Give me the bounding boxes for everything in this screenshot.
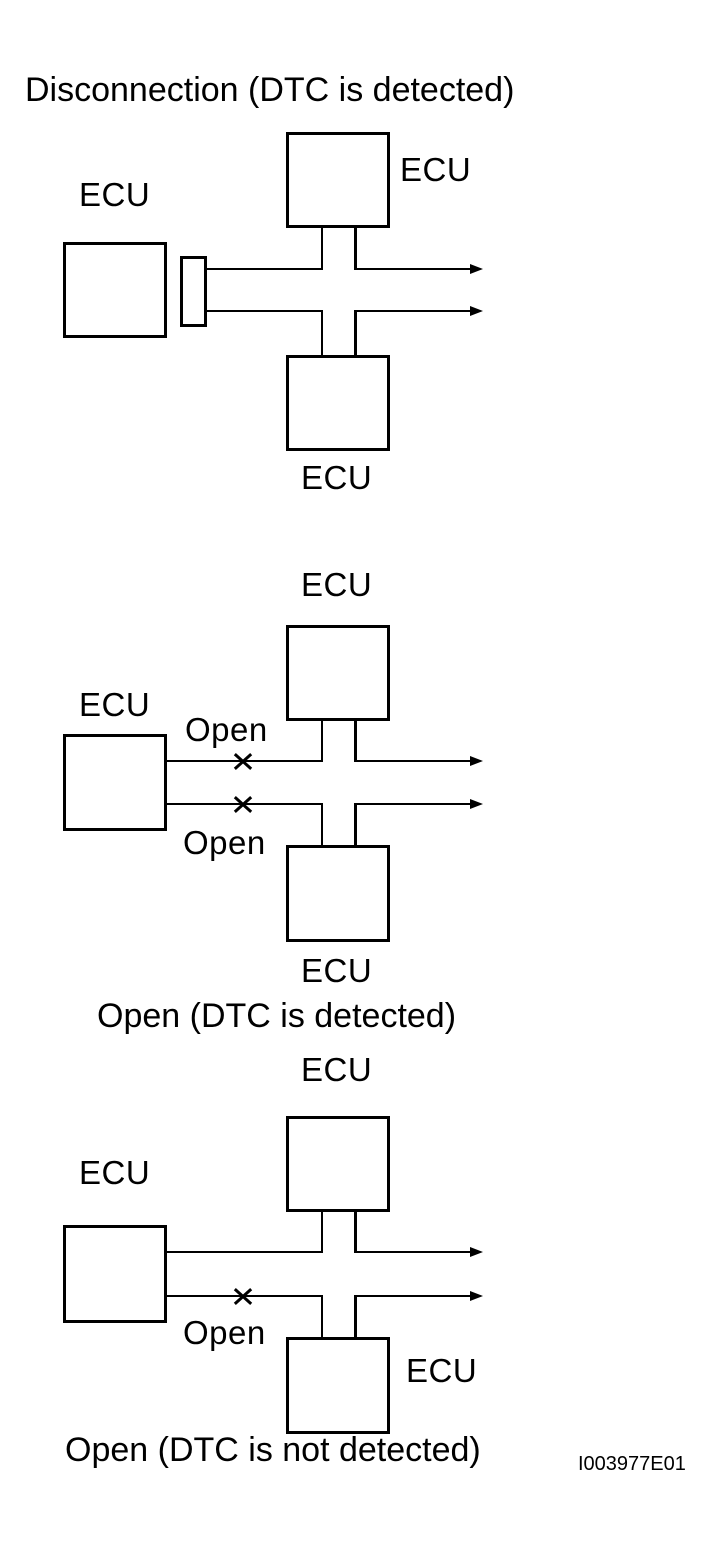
arrow-right-icon — [470, 1247, 483, 1257]
diagram3-ecu-top-label: ECU — [301, 1051, 373, 1088]
open-break-icon — [234, 795, 252, 813]
diagram2-ecu-top-box — [286, 625, 390, 721]
diagram1-lower-stub-left — [321, 311, 323, 355]
diagram2-upper-stub-left — [321, 721, 323, 762]
diagram2-ecu-bottom-box — [286, 845, 390, 942]
diagram3-upper-stub-left — [321, 1212, 323, 1253]
diagram1-upper-stub-left — [321, 228, 323, 270]
diagram1-ecu-top-box — [286, 132, 390, 228]
diagram2-lower-stub-right — [354, 803, 357, 847]
arrow-right-icon — [470, 756, 483, 766]
diagram1-ecu-bottom-label: ECU — [301, 459, 373, 496]
arrow-right-icon — [470, 1291, 483, 1301]
diagram1-upper-stub-right — [354, 228, 357, 270]
diagram2-upper-stub-right — [354, 721, 357, 762]
diagram1-ecu-left-box — [63, 242, 167, 338]
diagram2-ecu-left-box — [63, 734, 167, 831]
diagram2-open-upper-label: Open — [185, 711, 268, 748]
diagram3-ecu-bottom-box — [286, 1337, 390, 1434]
open-break-icon — [234, 752, 252, 770]
diagram1-ecu-left-label: ECU — [79, 176, 151, 213]
diagram1-ecu-top-label: ECU — [400, 151, 472, 188]
diagram3-caption: Open (DTC is not detected) — [65, 1431, 481, 1469]
diagram3-lower-stub-left — [321, 1296, 323, 1338]
diagram2-lower-stub-left — [321, 804, 323, 847]
figure-code: I003977E01 — [578, 1453, 686, 1475]
diagram3-lower-bus-line-out — [356, 1295, 472, 1297]
diagram1-lower-stub-right — [354, 310, 357, 355]
diagram3-ecu-left-label: ECU — [79, 1154, 151, 1191]
diagram2-ecu-left-label: ECU — [79, 686, 151, 723]
diagram1-disconnected-connector — [180, 256, 207, 327]
diagram3-upper-stub-right — [354, 1212, 357, 1253]
open-break-icon — [234, 1287, 252, 1305]
diagram3-upper-bus-line — [167, 1251, 323, 1253]
diagram2-ecu-bottom-label: ECU — [301, 952, 373, 989]
diagram3-open-lower-label: Open — [183, 1314, 266, 1351]
arrow-right-icon — [470, 799, 483, 809]
diagram2-open-lower-label: Open — [183, 824, 266, 861]
arrow-right-icon — [470, 264, 483, 274]
arrow-right-icon — [470, 306, 483, 316]
diagram1-lower-bus-line — [207, 310, 323, 312]
diagram2-ecu-top-label: ECU — [301, 566, 373, 603]
diagram1-ecu-bottom-box — [286, 355, 390, 451]
diagram3-ecu-top-box — [286, 1116, 390, 1212]
diagram2-lower-bus-line-out — [356, 803, 472, 805]
diagram1-lower-bus-line-out — [356, 310, 472, 312]
diagram3-upper-bus-line-out — [356, 1251, 472, 1253]
diagram2-caption: Open (DTC is detected) — [97, 997, 457, 1035]
diagram1-upper-bus-line-out — [356, 268, 472, 270]
diagram1-caption: Disconnection (DTC is detected) — [25, 71, 515, 109]
diagram3-lower-stub-right — [354, 1295, 357, 1338]
diagram1-upper-bus-line — [207, 268, 323, 270]
diagram3-ecu-bottom-label: ECU — [406, 1352, 478, 1389]
diagram3-ecu-left-box — [63, 1225, 167, 1323]
diagram2-upper-bus-line-out — [356, 760, 472, 762]
